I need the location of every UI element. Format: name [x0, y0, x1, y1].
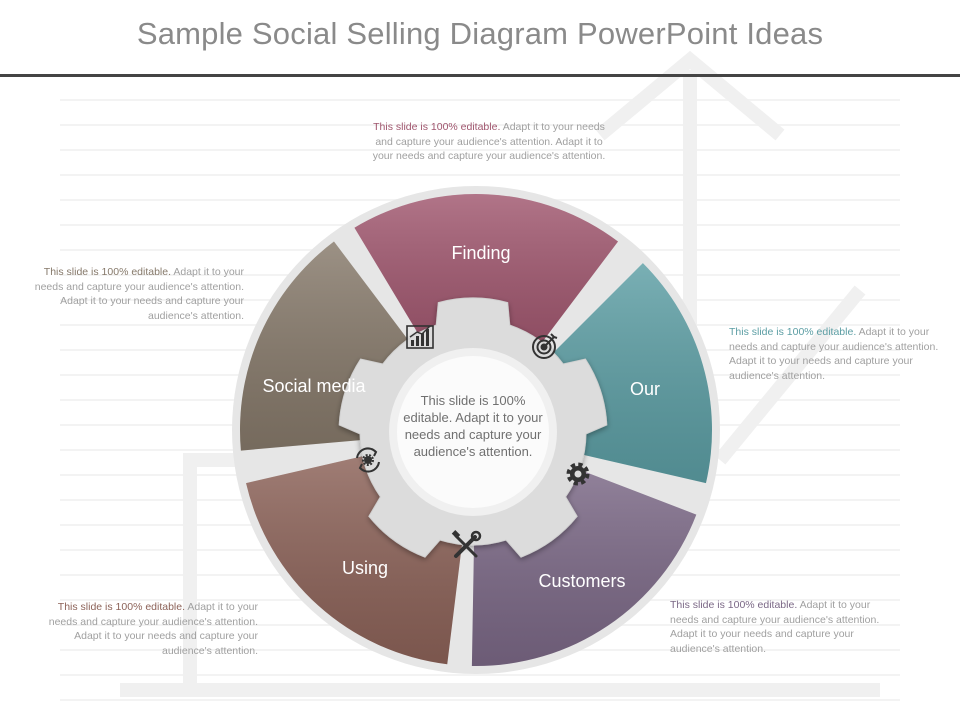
target-icon: [532, 333, 558, 359]
note-right-top: This slide is 100% editable. Adapt it to…: [729, 325, 951, 383]
note-left-top: This slide is 100% editable. Adapt it to…: [18, 265, 244, 323]
center-circle: [397, 356, 549, 508]
note-top: This slide is 100% editable. Adapt it to…: [372, 120, 606, 164]
note-right-bottom-body: Adapt it to your needs and capture your …: [670, 599, 880, 655]
tools-icon: [451, 530, 482, 558]
note-left-bottom: This slide is 100% editable. Adapt it to…: [30, 600, 258, 658]
refresh-gear-icon: [356, 447, 380, 473]
note-left-bottom-highlight: This slide is 100% editable.: [57, 601, 186, 613]
gear-icon: [566, 462, 590, 486]
segment-label: Using: [342, 558, 388, 578]
segment-shine: [354, 194, 619, 357]
segment-label: Customers: [538, 571, 625, 591]
note-right-bottom: This slide is 100% editable. Adapt it to…: [670, 598, 892, 656]
note-right-top-body: Adapt it to your needs and capture your …: [729, 326, 939, 382]
note-top-body: Adapt it to your needs and capture your …: [372, 121, 606, 162]
note-right-top-highlight: This slide is 100% editable.: [729, 326, 857, 338]
note-left-top-highlight: This slide is 100% editable.: [43, 266, 172, 278]
segment-label: Social media: [262, 376, 366, 396]
note-left-top-body: Adapt it to your needs and capture your …: [34, 266, 244, 322]
title-divider: [0, 74, 960, 77]
bar-chart-icon: [406, 325, 434, 349]
center-text: This slide is 100% editable. Adapt it to…: [403, 393, 543, 459]
segment-label: Our: [630, 379, 660, 399]
page-title: Sample Social Selling Diagram PowerPoint…: [136, 16, 824, 51]
segment-label: Finding: [451, 243, 510, 263]
note-left-bottom-body: Adapt it to your needs and capture your …: [48, 601, 258, 657]
note-right-bottom-highlight: This slide is 100% editable.: [670, 599, 798, 611]
note-top-highlight: This slide is 100% editable.: [373, 121, 501, 133]
